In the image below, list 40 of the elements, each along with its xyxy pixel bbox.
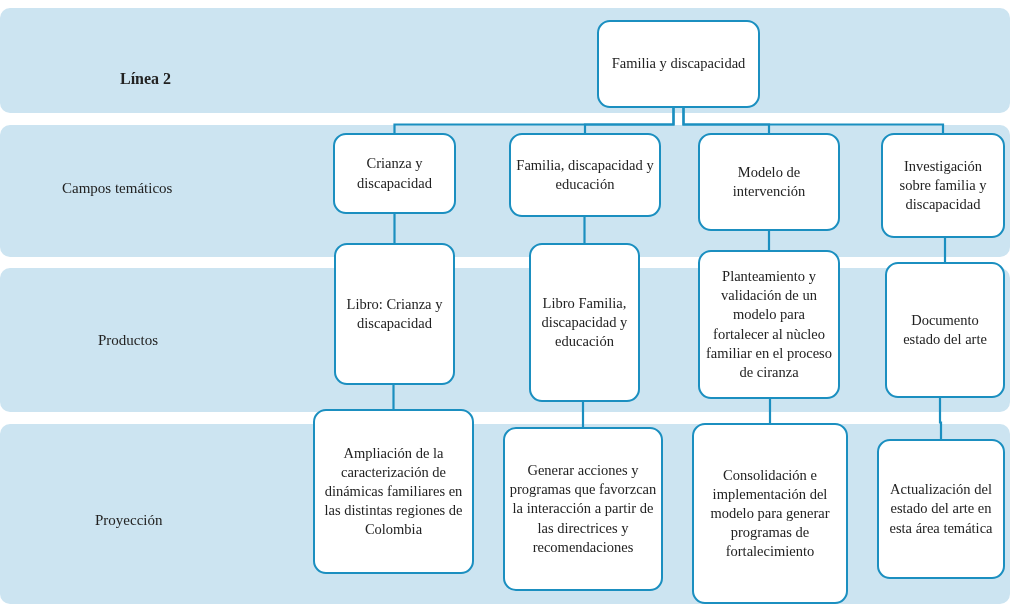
box-text: Modelo de intervención xyxy=(731,162,807,201)
topic-box xyxy=(692,423,848,604)
connector-line xyxy=(767,231,771,250)
connector-line xyxy=(583,217,586,243)
topic-box xyxy=(333,133,456,214)
topic-box xyxy=(313,409,474,574)
topic-box xyxy=(509,133,661,217)
topic-box xyxy=(885,262,1005,398)
topic-box xyxy=(698,250,840,399)
box-text: Familia, discapacidad y educación xyxy=(515,155,655,194)
topic-box xyxy=(597,20,760,108)
connector-line xyxy=(393,214,396,243)
box-text: Planteamiento y validación de un modelo para fortalecer al nùcleo familiar en el proceso de ciranza xyxy=(705,267,833,382)
topic-box xyxy=(334,243,455,385)
box-text: Familia y discapacidad xyxy=(611,54,746,74)
row-label: Campos temáticos xyxy=(62,180,173,197)
connector-line xyxy=(768,399,772,423)
row-label: Línea 2 xyxy=(120,70,172,88)
box-text: Generar acciones y programas que favorzcan la interacción a partir de las directrices y recomendaciones xyxy=(509,461,657,557)
box-text: Crianza y discapacidad xyxy=(356,154,433,193)
box-text: Consolidación e implementación del modelo para generar programas de fortalecimiento xyxy=(709,465,831,562)
row-label: Proyección xyxy=(95,512,163,529)
topic-box xyxy=(529,243,640,402)
box-text: Investigación sobre familia y discapacidad xyxy=(898,156,988,215)
topic-box xyxy=(503,427,663,591)
connector-line xyxy=(583,108,675,133)
box-text: Actualización del estado del arte en esta área temática xyxy=(888,480,994,538)
connector-line xyxy=(943,238,947,262)
connector-line xyxy=(682,108,945,133)
box-text: Libro: Crianza y discapacidad xyxy=(345,294,444,333)
connector-line xyxy=(392,385,395,409)
topic-box xyxy=(698,133,840,231)
connector-line xyxy=(938,398,943,439)
topic-box xyxy=(881,133,1005,238)
row-label: Productos xyxy=(98,332,158,349)
box-text: Libro Familia, discapacidad y educación xyxy=(540,293,629,352)
box-text: Ampliación de la caracterización de dinámicas familiares en las distintas regiones de Colombia xyxy=(323,443,464,540)
topic-box xyxy=(877,439,1005,579)
connector-line xyxy=(581,402,585,427)
box-text: Documento estado del arte xyxy=(902,310,988,349)
